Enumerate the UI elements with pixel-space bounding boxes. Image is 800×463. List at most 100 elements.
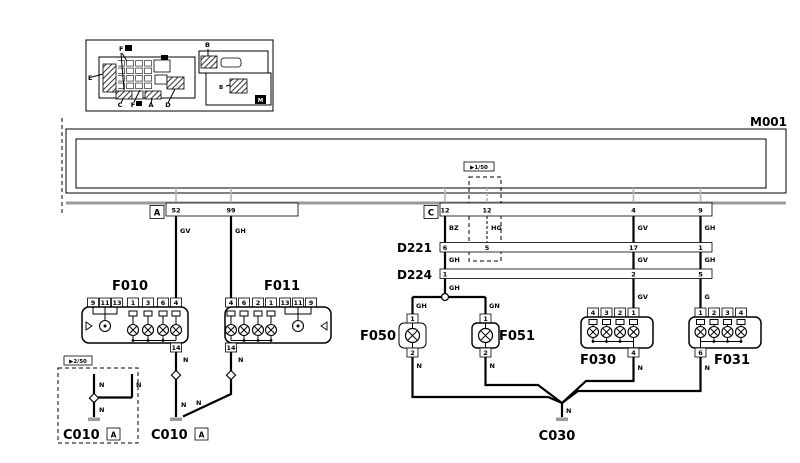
leader-line [120, 52, 125, 91]
pin-number: 11 [293, 299, 303, 307]
leader-line [121, 52, 128, 62]
component-label: F011 [264, 279, 300, 294]
wire-code: GV [638, 224, 648, 232]
ground-symbol-icon [88, 417, 100, 421]
pin-number: 1 [698, 309, 703, 317]
relay-slot [154, 74, 168, 85]
pin-number: 2 [712, 309, 717, 317]
ground-label: C010 [151, 428, 188, 443]
pin-number: 6 [161, 299, 166, 307]
pin-number: 13 [280, 299, 289, 307]
legend-chip-icon [125, 45, 132, 51]
ground-c010-main: N N N N C010 A [151, 352, 243, 443]
ground-symbol-icon [170, 417, 182, 421]
inset-label-f-top: F [119, 45, 123, 53]
wire-code: GV [180, 227, 190, 235]
connector-strip-a: A 52 99 [149, 202, 299, 219]
component-label: F030 [580, 353, 616, 368]
splice-diamond-icon [88, 392, 100, 404]
component-f051: F051 1 2 [471, 313, 535, 358]
lamp-row [126, 310, 183, 337]
module-inner-box [75, 138, 767, 189]
wire-code: N [638, 364, 643, 372]
pin-number: 4 [174, 299, 179, 307]
pin-number: 99 [226, 207, 236, 215]
wire-code: GH [705, 224, 716, 232]
leader-line [225, 84, 231, 87]
component-f050: F050 1 2 [360, 313, 427, 358]
wire-code: N [196, 399, 201, 407]
relay-c-icon [115, 90, 133, 100]
pin-number: 12 [440, 207, 449, 215]
splice-diamond-icon [225, 369, 237, 381]
ground-label: C030 [539, 429, 576, 444]
ground-c030: N N N N N C030 [411, 357, 710, 444]
ground-wire-n [484, 357, 563, 404]
pin-number: 17 [629, 244, 638, 252]
wire-code: GH [705, 256, 716, 264]
component-label: F050 [360, 329, 396, 344]
wire-code: N [136, 381, 141, 389]
leader-line [91, 73, 104, 78]
pin-number: 3 [604, 309, 609, 317]
pin-number: 9 [309, 299, 314, 307]
lamp-dot [296, 324, 300, 328]
wire-code: G [705, 293, 710, 301]
wire-code: GH [416, 302, 427, 310]
inset-label-b-inner: B [219, 85, 223, 91]
ground-wire-n [561, 357, 702, 404]
component-f031: F031 1 2 3 4 6 [688, 307, 762, 368]
pin-number: 1 [131, 299, 136, 307]
inset-label-m: M [258, 98, 263, 104]
lamp-row [224, 310, 278, 337]
pin-number: 2 [256, 299, 261, 307]
wire-code: GH [449, 284, 460, 292]
connector-strip-c: C 12 12 4 9 [423, 202, 713, 219]
component-label: F051 [499, 329, 535, 344]
splice-d224: D224 1 2 5 [397, 268, 713, 282]
splice-label: D221 [397, 241, 432, 255]
wire-code: N [566, 407, 571, 415]
component-f011: F011 4 6 2 1 13 11 9 14 [224, 279, 332, 353]
unit-b2-icon [229, 78, 248, 94]
wire-code: BZ [449, 224, 459, 232]
splice-label: D224 [397, 268, 432, 282]
pin-number: 14 [226, 344, 236, 352]
ground-wire-n [561, 357, 635, 404]
connector-a-label: A [154, 209, 161, 219]
relay-a-icon [144, 90, 162, 100]
pin-number: 1 [698, 244, 703, 252]
component-f010: F010 9 11 13 1 3 6 4 14 [81, 279, 189, 353]
junction-node-icon [440, 292, 450, 302]
pin-number: 14 [171, 344, 181, 352]
pin-number: 6 [443, 244, 448, 252]
wire-code: N [490, 362, 495, 370]
connector-tag: A [199, 431, 205, 440]
bulb-filament [480, 330, 491, 341]
pin-number: 3 [725, 309, 730, 317]
ground-symbol-icon [556, 417, 568, 421]
inset-label-e: E [88, 74, 92, 82]
ground-wire-n [182, 378, 233, 418]
variant-dashed-box [468, 176, 502, 262]
component-label: F031 [714, 353, 750, 368]
splice-bar [439, 268, 713, 279]
pin-number: 1 [443, 271, 448, 279]
module-label: M001 [750, 115, 787, 129]
connector-tag-box [194, 427, 209, 441]
wire-code: N [99, 381, 104, 389]
pin-number: 1 [483, 315, 488, 323]
ground-c010-variant: ▶2/50 N N N C010 A [57, 355, 141, 444]
pin-number: 5 [485, 244, 490, 252]
wire-code: N [238, 356, 243, 364]
relay-slot [153, 59, 171, 73]
connector-tag: A [111, 431, 117, 440]
pin-number: 52 [171, 207, 180, 215]
leader-line [150, 98, 153, 104]
inset-label-f-bottom: F [131, 101, 135, 109]
splice-d221: D221 6 5 17 1 [397, 241, 713, 255]
connector-c-label: C [428, 209, 434, 219]
ref-box [63, 355, 93, 366]
variant-ref-1: ▶1/50 [463, 161, 502, 262]
